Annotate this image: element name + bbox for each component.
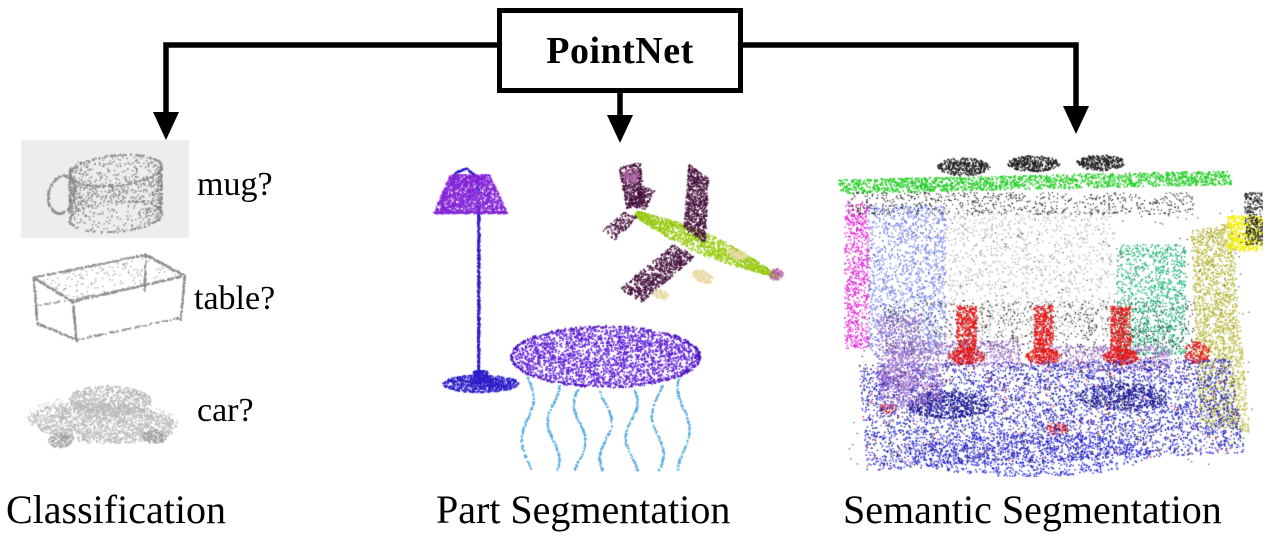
round-table-pointcloud <box>505 318 710 483</box>
mug-pointcloud <box>15 138 195 240</box>
classification-label: Classification <box>6 487 226 532</box>
arrow-to-classification <box>163 42 497 116</box>
label-car-query: car? <box>197 392 254 429</box>
semantic-segmentation-label: Semantic Segmentation <box>843 487 1222 532</box>
label-mug-query: mug? <box>197 166 273 203</box>
room-scene-pointcloud <box>828 152 1263 477</box>
arrow-to-semantic-segmentation-head <box>1063 106 1089 134</box>
airplane-pointcloud <box>550 148 790 323</box>
arrow-to-part-segmentation-head <box>607 115 633 143</box>
label-table-query: table? <box>194 280 276 317</box>
pointnet-title: PointNet <box>546 29 694 72</box>
arrow-to-semantic-segmentation <box>743 42 1079 110</box>
table-pointcloud <box>8 245 193 345</box>
arrow-to-classification-head <box>153 112 179 140</box>
pointnet-box: PointNet <box>497 8 743 93</box>
car-pointcloud <box>12 360 192 465</box>
part-segmentation-label: Part Segmentation <box>436 487 731 532</box>
